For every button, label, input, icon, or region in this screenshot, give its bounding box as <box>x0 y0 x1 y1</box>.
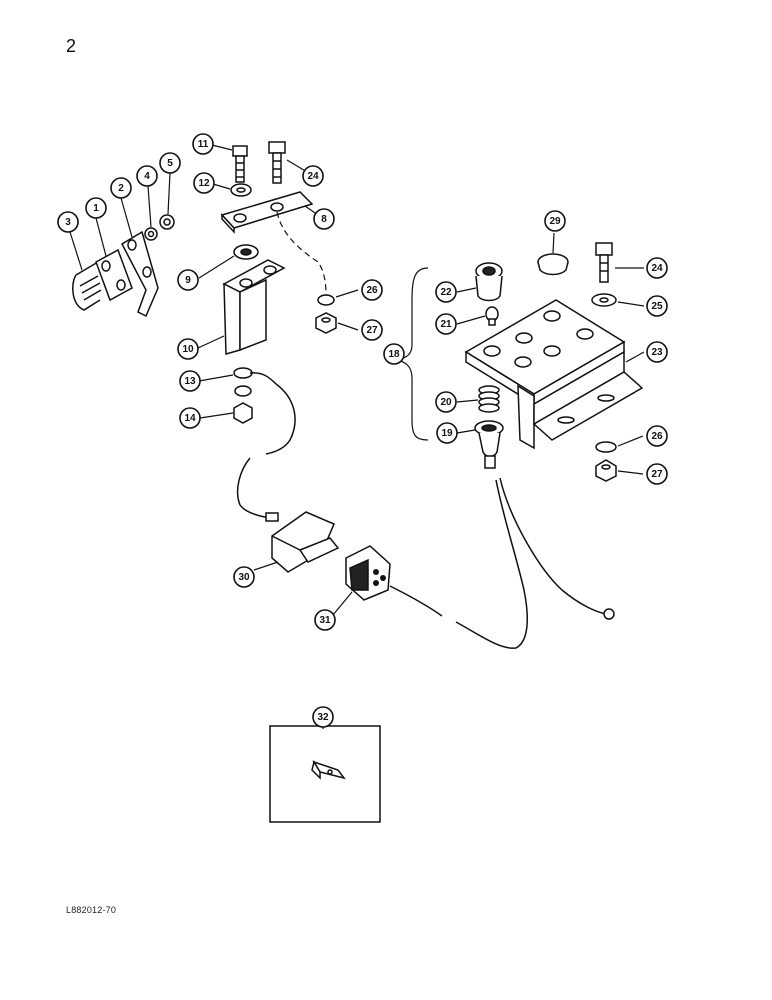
callout-number: 13 <box>184 376 196 387</box>
callout-26: 26 <box>646 425 668 447</box>
callout-2: 2 <box>110 177 132 199</box>
washer <box>234 385 252 397</box>
callout-29: 29 <box>544 210 566 232</box>
callout-number: 24 <box>307 171 319 182</box>
callout-number: 22 <box>440 287 452 298</box>
callout-number: 4 <box>144 171 150 182</box>
callout-18: 18 <box>383 343 405 365</box>
callout-number: 2 <box>118 183 124 194</box>
lamp-socket <box>475 262 503 302</box>
callout-number: 20 <box>440 397 452 408</box>
callout-19: 19 <box>436 422 458 444</box>
callout-number: 12 <box>198 178 210 189</box>
callout-20: 20 <box>435 391 457 413</box>
figure-code: L882012-70 <box>66 905 117 915</box>
callout-number: 21 <box>440 319 452 330</box>
callout-labels: 1234589101112131418192021222324242526262… <box>57 133 668 728</box>
upper-bracket <box>220 191 314 234</box>
callout-number: 11 <box>198 139 209 150</box>
washer <box>595 441 617 453</box>
ground-wire <box>236 372 296 522</box>
mounting-bracket <box>222 259 286 355</box>
callout-11: 11 <box>192 133 214 155</box>
washer <box>233 367 253 379</box>
callout-number: 27 <box>366 325 378 336</box>
callout-number: 25 <box>651 301 663 312</box>
callout-number: 24 <box>651 263 663 274</box>
callout-26: 26 <box>361 279 383 301</box>
callout-13: 13 <box>179 370 201 392</box>
callout-number: 32 <box>317 712 329 723</box>
callout-5: 5 <box>159 152 181 174</box>
callout-25: 25 <box>646 295 668 317</box>
callout-30: 30 <box>233 566 255 588</box>
bolt <box>595 242 613 283</box>
callout-number: 26 <box>651 431 663 442</box>
callout-22: 22 <box>435 281 457 303</box>
callout-number: 29 <box>549 216 561 227</box>
callout-number: 31 <box>319 615 331 626</box>
nut <box>595 459 617 482</box>
callout-number: 5 <box>167 158 173 169</box>
callout-number: 19 <box>441 428 453 439</box>
callout-number: 18 <box>388 349 400 360</box>
clamp-bracket <box>121 230 159 318</box>
callout-number: 23 <box>651 347 663 358</box>
connector-pin <box>311 760 346 780</box>
nut <box>315 312 337 334</box>
callout-number: 26 <box>366 285 378 296</box>
bulb <box>485 306 499 326</box>
spring <box>478 385 500 413</box>
callout-10: 10 <box>177 338 199 360</box>
callout-8: 8 <box>313 208 335 230</box>
callout-number: 30 <box>238 572 250 583</box>
socket-base <box>474 420 504 469</box>
callout-number: 9 <box>185 275 191 286</box>
callout-4: 4 <box>136 165 158 187</box>
callout-number: 10 <box>182 344 194 355</box>
parts-drawing <box>71 141 644 823</box>
callout-number: 3 <box>65 217 71 228</box>
callout-32: 32 <box>312 706 334 728</box>
callout-23: 23 <box>646 341 668 363</box>
clamp-plate <box>95 248 133 302</box>
wire-connector <box>271 511 340 573</box>
callout-3: 3 <box>57 211 79 233</box>
callout-number: 27 <box>651 469 663 480</box>
callout-number: 8 <box>321 214 327 225</box>
callout-14: 14 <box>179 407 201 429</box>
bolt <box>268 141 286 184</box>
nut <box>233 402 253 424</box>
callout-27: 27 <box>646 463 668 485</box>
callout-21: 21 <box>435 313 457 335</box>
bolt <box>232 145 248 183</box>
plug <box>537 253 569 276</box>
callout-number: 14 <box>184 413 196 424</box>
callout-9: 9 <box>177 269 199 291</box>
callout-1: 1 <box>85 197 107 219</box>
leader-lines <box>69 144 645 729</box>
washer <box>317 294 335 306</box>
callout-27: 27 <box>361 319 383 341</box>
callout-number: 1 <box>93 203 99 214</box>
callout-24: 24 <box>646 257 668 279</box>
callout-12: 12 <box>193 172 215 194</box>
page-number: 2 <box>66 36 77 56</box>
callout-31: 31 <box>314 609 336 631</box>
u-bolt-clamp <box>71 261 102 311</box>
socket-connector <box>345 545 391 601</box>
callout-24: 24 <box>302 165 324 187</box>
lamp-housing-plate <box>464 299 644 450</box>
